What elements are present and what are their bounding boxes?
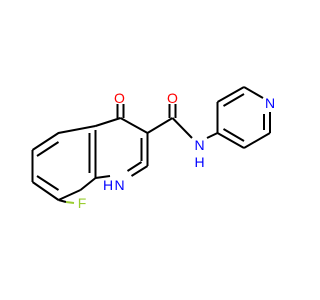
bond-c2-n1-b bbox=[126, 161, 143, 172]
bond-c4a-c5 bbox=[31, 125, 96, 151]
hydrogen-ring-nitrogen-label: H bbox=[103, 177, 113, 193]
bond-pyr-c3-c2 bbox=[217, 86, 245, 103]
bond-pyr-inner-a bbox=[222, 93, 245, 107]
bond-inner-c7 bbox=[36, 175, 60, 191]
bond-n1-c8a bbox=[95, 175, 111, 179]
hydrogen-amide-label: H bbox=[194, 154, 204, 170]
bond-c7-c8 bbox=[58, 189, 81, 201]
bond-c8-f-black bbox=[58, 199, 67, 203]
bond-c4-c3 bbox=[120, 117, 148, 134]
molecule-structure-figure: O O N H N H N F bbox=[31, 86, 276, 211]
bond-c4a-c4 bbox=[95, 117, 121, 127]
bond-c8-f-green bbox=[65, 201, 75, 204]
bond-pyr-c5-c4 bbox=[217, 132, 245, 149]
nitrogen-pyridine-label: N bbox=[265, 95, 275, 111]
bond-pyr-c2-n bbox=[243, 86, 264, 99]
label-layer: O O N H N H N F bbox=[78, 90, 275, 211]
fluorine-label: F bbox=[78, 195, 87, 211]
bond-c8-c8a bbox=[79, 177, 97, 191]
molecule-structure: O O N H N H N F bbox=[31, 86, 275, 211]
bond-camide-n bbox=[171, 117, 193, 139]
bond-layer bbox=[31, 86, 271, 204]
nitrogen-ring-label: N bbox=[114, 177, 124, 193]
bond-c2-n1-a bbox=[130, 165, 149, 177]
bond-n-pyr bbox=[206, 132, 218, 139]
bond-inner-c5 bbox=[36, 141, 60, 157]
oxygen-amide-label: O bbox=[167, 90, 178, 106]
oxygen-carbonyl-ring-label: O bbox=[114, 90, 125, 106]
nitrogen-amide-label: N bbox=[194, 137, 204, 153]
bond-c6-c7 bbox=[31, 181, 60, 201]
bond-c3-camide bbox=[146, 117, 174, 134]
bond-pyr-inner-c bbox=[222, 128, 245, 142]
bond-pyr-c6-c5 bbox=[243, 132, 271, 149]
